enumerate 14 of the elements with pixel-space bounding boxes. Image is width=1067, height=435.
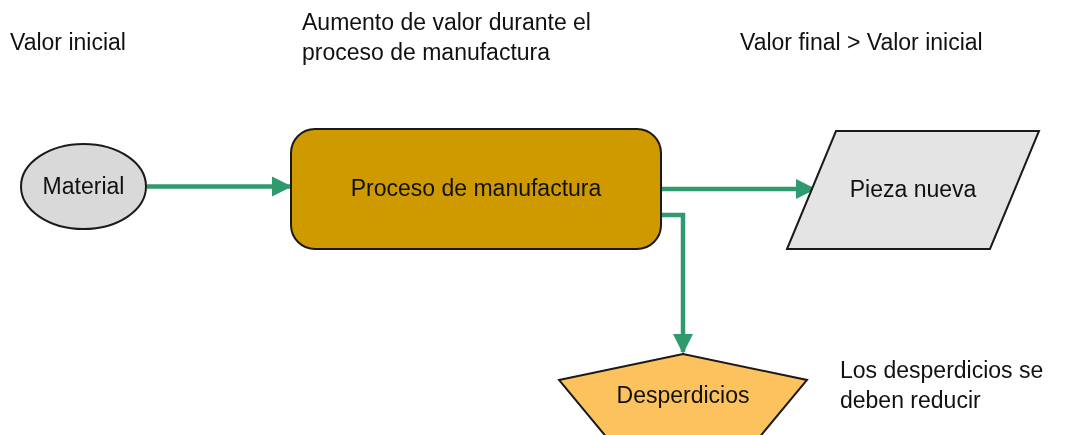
- annotation-text: Valor inicial: [10, 28, 127, 57]
- annotation-text: Aumento de valor durante el proceso de manufactura: [302, 8, 592, 67]
- start-ellipse: [20, 143, 147, 230]
- node-label: Material: [42, 172, 125, 201]
- annotation-text: Valor final > Valor inicial: [740, 28, 984, 57]
- waste-pentagon: [558, 353, 808, 435]
- annotation-text: Los desperdicios se deben reducir: [840, 356, 1045, 415]
- node-label: Desperdicios: [616, 382, 750, 410]
- process-box: [290, 128, 662, 250]
- arrow: [662, 212, 694, 355]
- node-label: Proceso de manufactura: [350, 175, 602, 203]
- output-parallelogram: [786, 130, 1040, 250]
- arrow: [147, 176, 292, 197]
- node-label: Pieza nueva: [849, 176, 977, 204]
